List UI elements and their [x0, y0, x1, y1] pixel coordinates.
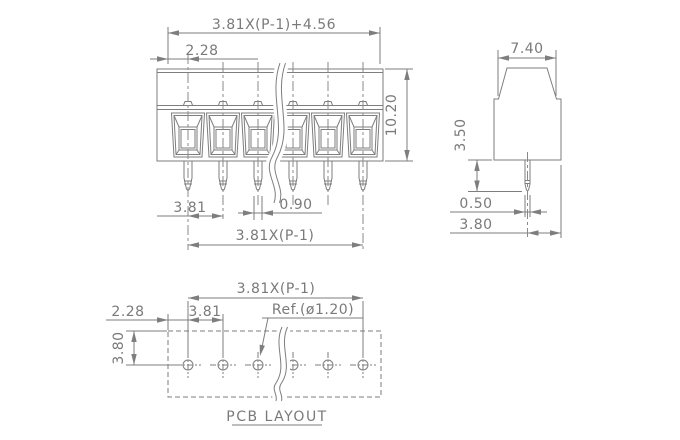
side-view: 7.40 3.50 0.50 3.80 — [450, 41, 562, 238]
dim-pin-length-label: 3.50 — [453, 118, 469, 151]
dim-overall-width-label: 3.81X(P-1)+4.56 — [212, 17, 336, 33]
side-profile-outline — [493, 67, 562, 161]
pcb-pitch-label: 3.81 — [188, 304, 221, 320]
break-line — [265, 60, 290, 206]
dim-left-offset-label: 2.28 — [185, 43, 218, 59]
pcb-layout: 3.81X(P-1) 2.28 3.81 Ref.(ø1.20) 3.80 PC… — [106, 281, 382, 426]
pcb-left-offset-label: 2.28 — [111, 304, 144, 320]
pcb-row-offset-label: 3.80 — [111, 331, 127, 364]
pcb-break-line — [270, 324, 291, 403]
dim-pin-edge-label: 3.80 — [459, 217, 492, 233]
dim-height-label: 10.20 — [384, 94, 400, 137]
dim-side-width-label: 7.40 — [510, 41, 543, 57]
dim-pin-pitch-label: 3.81 — [173, 200, 206, 216]
dim-pin-span-label: 3.81X(P-1) — [236, 228, 315, 244]
dim-pin-width-label: 0.90 — [279, 197, 312, 213]
side-dimensions: 7.40 3.50 0.50 3.80 — [450, 41, 562, 238]
pcb-dimensions: 3.81X(P-1) 2.28 3.81 Ref.(ø1.20) 3.80 — [106, 281, 364, 366]
front-view: 3.81X(P-1)+4.56 2.28 10.20 3.81 0.90 — [150, 17, 413, 250]
mounting-holes — [174, 351, 377, 379]
front-dimensions: 3.81X(P-1)+4.56 2.28 10.20 3.81 0.90 — [150, 17, 413, 248]
pcb-span-label: 3.81X(P-1) — [237, 281, 316, 297]
center-lines — [187, 54, 364, 250]
pcb-hole-ref-label: Ref.(ø1.20) — [272, 302, 354, 318]
dim-pin-thickness-label: 0.50 — [459, 196, 492, 212]
pcb-title-label: PCB LAYOUT — [226, 409, 328, 425]
